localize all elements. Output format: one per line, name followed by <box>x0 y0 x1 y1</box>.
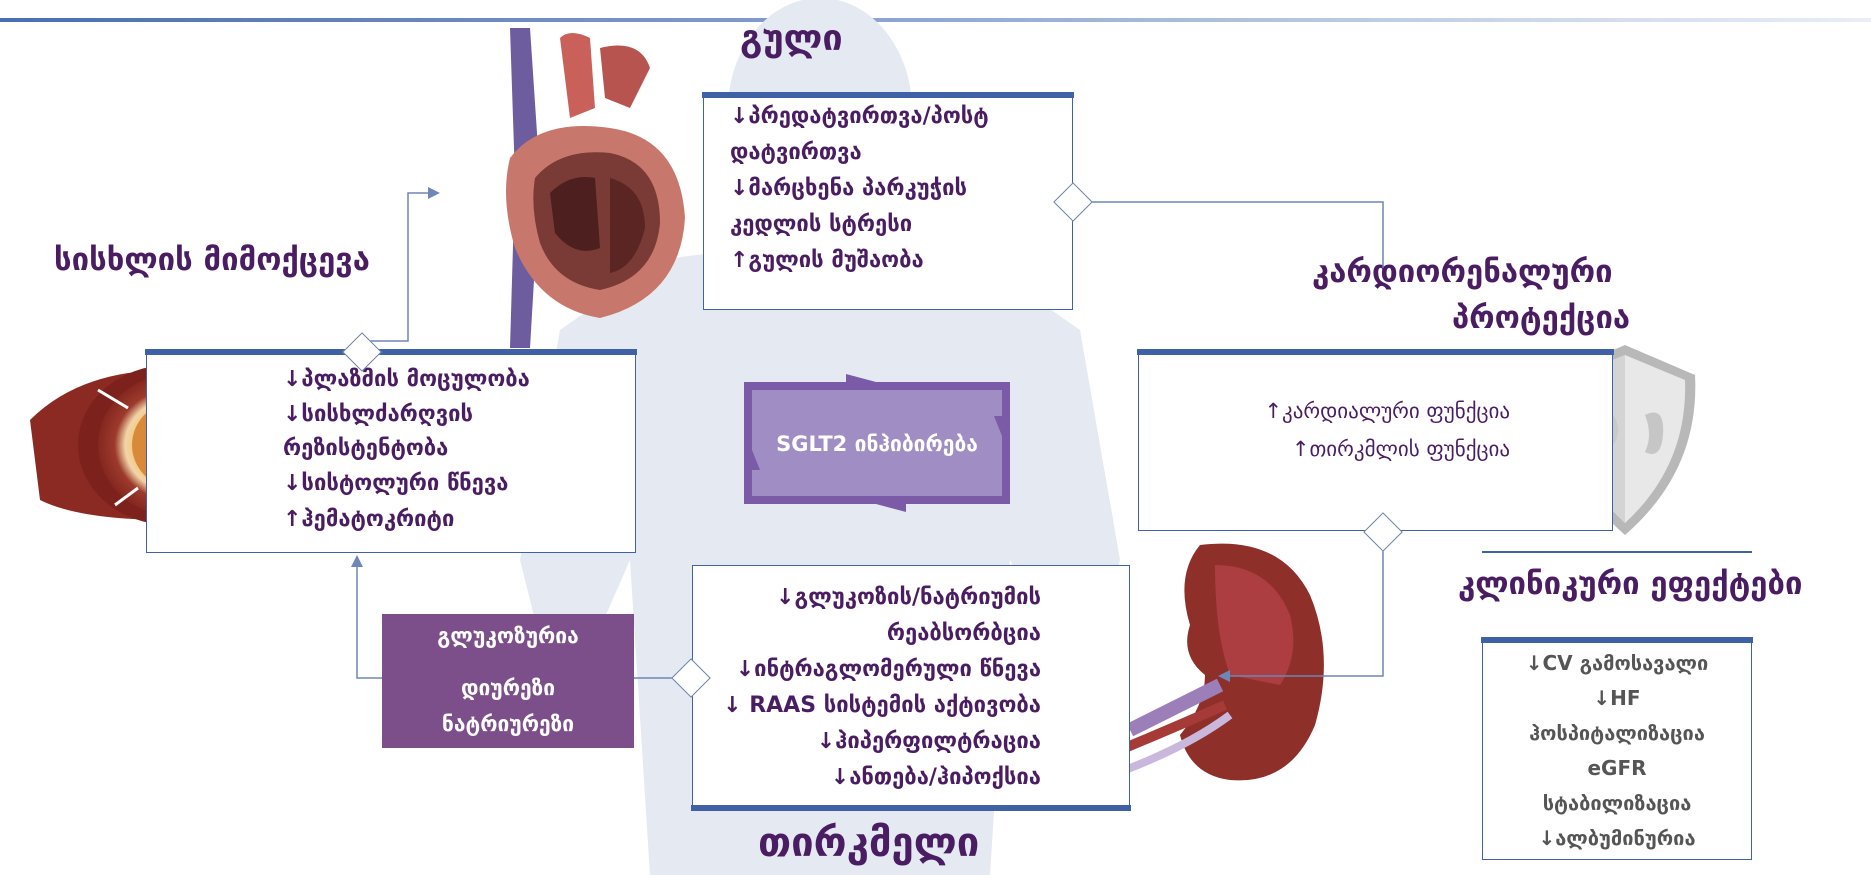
connector-lines <box>0 0 1871 875</box>
